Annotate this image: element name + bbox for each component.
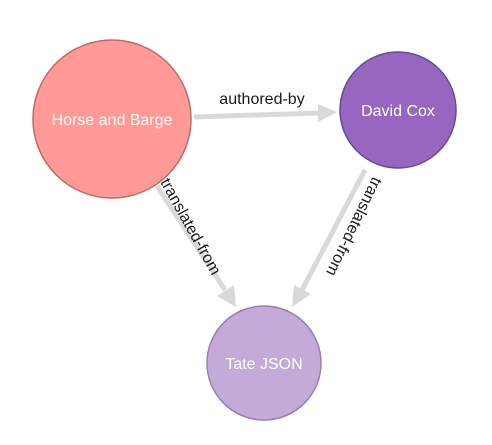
node-horse-and-barge-circle[interactable]	[32, 39, 192, 199]
node-david-cox-circle[interactable]	[339, 51, 457, 169]
edge-authored-by-arrowhead	[318, 104, 337, 122]
edge-translated-from-left: translated-from	[154, 176, 236, 307]
node-tate-json-label: Tate JSON	[225, 356, 302, 373]
edge-translated-from-right-line	[299, 168, 368, 292]
node-tate-json-circle[interactable]	[206, 305, 322, 421]
edge-label-translated-from-left: translated-from	[157, 176, 224, 278]
edge-authored-by: authored-by	[193, 91, 337, 122]
node-david-cox[interactable]: David Cox	[339, 51, 457, 169]
edge-translated-from-left-line	[154, 184, 228, 292]
node-horse-and-barge[interactable]: Horse and Barge	[32, 39, 192, 199]
edge-translated-from-right-arrowhead	[292, 285, 311, 307]
node-david-cox-label: David Cox	[361, 103, 435, 120]
node-horse-and-barge-label: Horse and Barge	[52, 112, 173, 129]
node-tate-json[interactable]: Tate JSON	[206, 305, 322, 421]
nodes-layer: Horse and Barge David Cox Tate JSON	[32, 39, 457, 421]
edge-translated-from-left-arrowhead	[217, 285, 236, 307]
edge-authored-by-line	[193, 110, 319, 120]
edge-label-authored-by: authored-by	[219, 91, 304, 108]
edge-translated-from-right: translated-from	[292, 168, 385, 307]
